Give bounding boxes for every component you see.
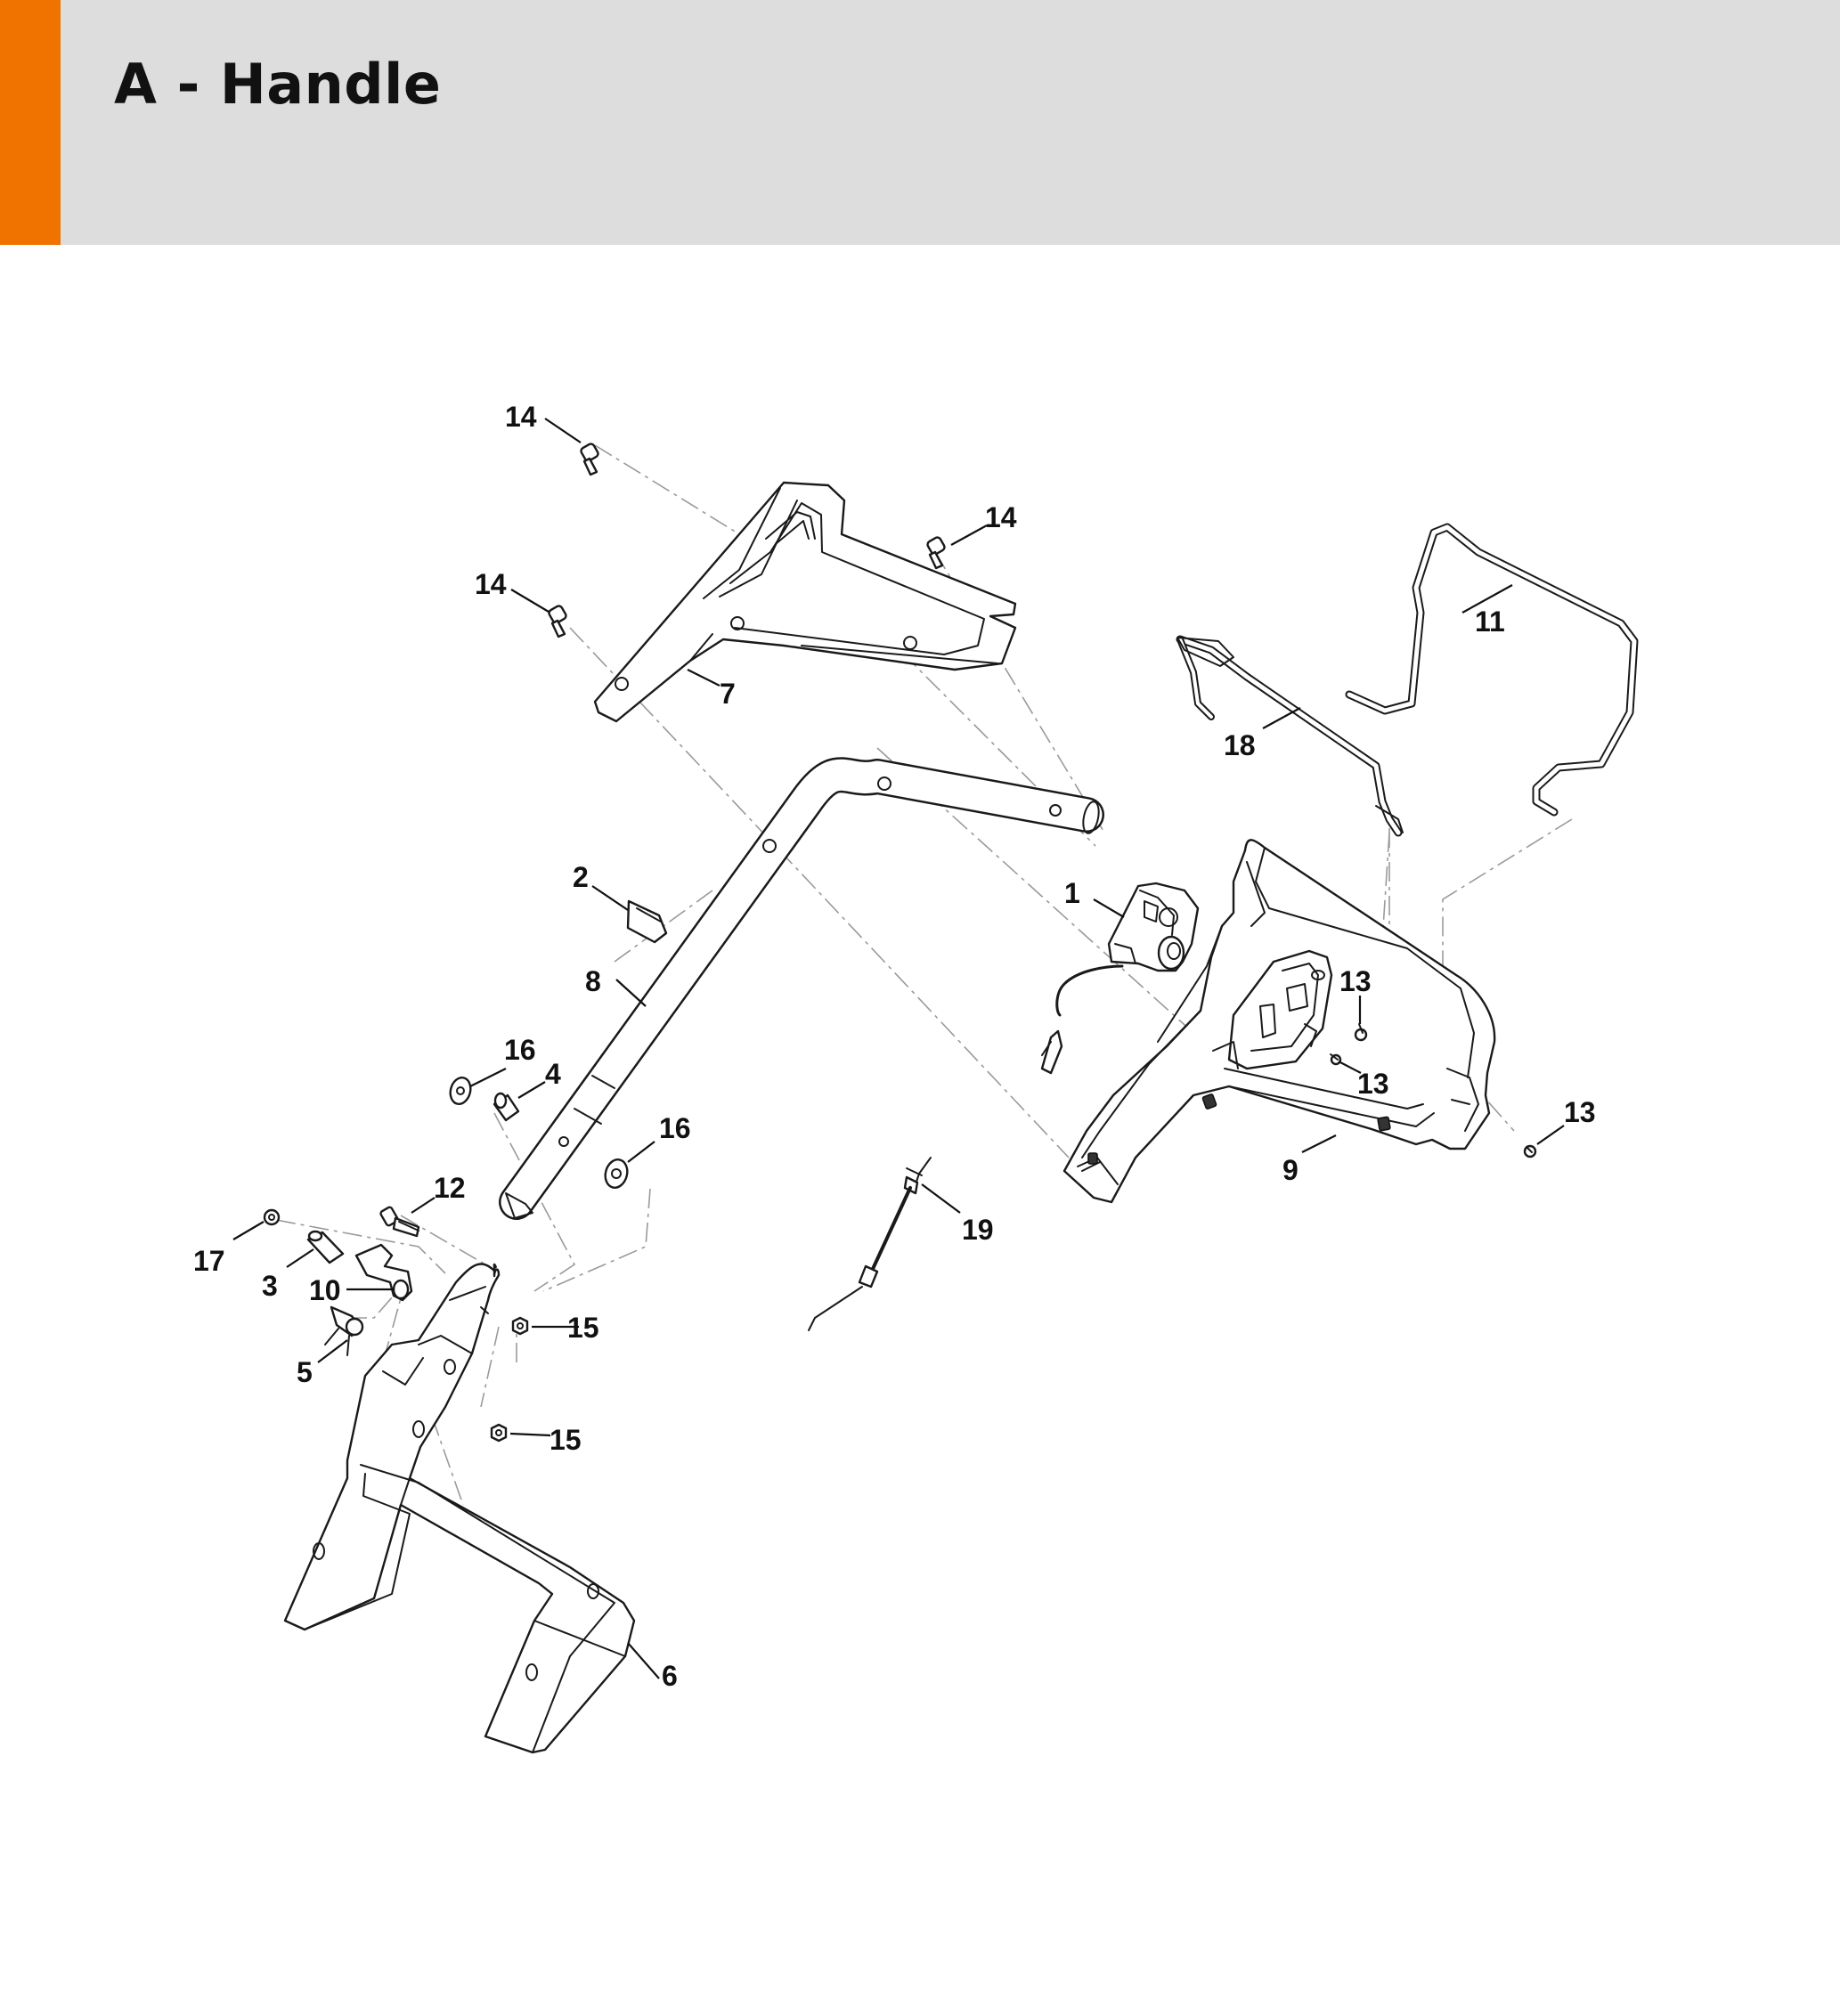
callout-14-top: 14 <box>505 401 537 433</box>
callout-15-upper: 15 <box>567 1312 599 1344</box>
part-13-screw-right <box>1523 1144 1537 1158</box>
part-15-nut-upper <box>511 1316 529 1336</box>
callout-7: 7 <box>720 678 736 710</box>
part-16-washer-left <box>449 1077 472 1105</box>
callout-9: 9 <box>1282 1154 1299 1186</box>
callout-16-right: 16 <box>659 1112 691 1144</box>
header-accent-bar <box>0 0 61 245</box>
callout-14-right: 14 <box>985 501 1017 533</box>
part-11-bail <box>1345 523 1639 817</box>
callout-13-middle: 13 <box>1357 1068 1389 1100</box>
callout-8: 8 <box>585 965 601 997</box>
page-title: A - Handle <box>114 52 442 117</box>
part-19-cable <box>808 1157 932 1331</box>
callout-14-left: 14 <box>475 568 507 600</box>
part-2-cap <box>626 899 668 944</box>
part-6-lower-frame <box>283 1263 636 1754</box>
callout-13-right: 13 <box>1564 1096 1596 1128</box>
part-14-screw-right <box>926 536 946 570</box>
part-9-main-handle <box>1062 839 1496 1204</box>
callout-13-upper: 13 <box>1339 965 1372 997</box>
leader-lines <box>232 418 1565 1679</box>
callout-2: 2 <box>573 861 589 893</box>
callout-18: 18 <box>1224 729 1256 761</box>
callout-15-lower: 15 <box>550 1424 582 1456</box>
callout-1: 1 <box>1064 877 1080 909</box>
part-16-washer-right <box>604 1158 629 1189</box>
callout-19: 19 <box>962 1214 994 1246</box>
part-7-upper-cover <box>593 481 1017 723</box>
part-13-screw-upper <box>1354 1023 1368 1042</box>
callout-labels: 14 14 14 7 11 18 1 2 8 13 13 13 9 16 4 1… <box>193 401 1596 1692</box>
callout-16-left: 16 <box>504 1034 536 1066</box>
callout-4: 4 <box>545 1058 561 1090</box>
callout-6: 6 <box>662 1660 678 1692</box>
part-12-bolt <box>379 1206 420 1238</box>
page-header: A - Handle <box>0 0 1840 245</box>
part-15-nut-lower <box>490 1423 508 1443</box>
part-18-wire-bracket <box>1176 635 1404 837</box>
part-3-pin <box>306 1230 345 1264</box>
callout-11: 11 <box>1475 606 1505 638</box>
callout-3: 3 <box>262 1270 278 1302</box>
part-4-sleeve <box>493 1092 520 1122</box>
part-17-washer <box>263 1208 281 1226</box>
part-1-switch <box>1040 882 1200 1075</box>
callout-5: 5 <box>297 1356 313 1388</box>
part-10-lever <box>354 1243 413 1302</box>
part-5-spring <box>324 1305 364 1356</box>
part-8-handle-bar <box>499 757 1104 1220</box>
part-14-screw-top <box>580 443 599 476</box>
part-14-screw-left <box>548 605 567 638</box>
callout-10: 10 <box>309 1274 341 1306</box>
part-13-screw-middle <box>1330 1053 1342 1066</box>
callout-12: 12 <box>434 1172 466 1204</box>
callout-17: 17 <box>193 1245 225 1277</box>
